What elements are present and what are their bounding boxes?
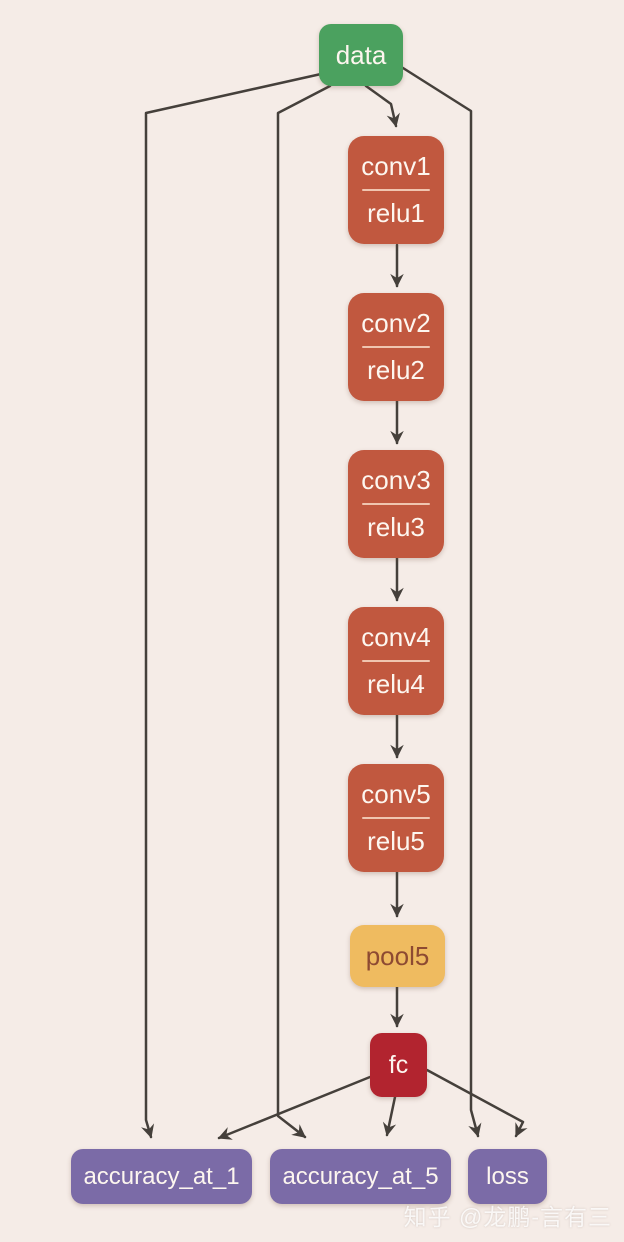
conv3-divider	[362, 503, 430, 505]
node-loss-label: loss	[486, 1162, 529, 1190]
node-conv5-label: conv5	[361, 779, 431, 809]
node-conv4-label: conv4	[361, 622, 431, 652]
node-conv5: conv5 relu5	[348, 764, 444, 872]
edge-fc-accuracy-at-1	[217, 1075, 372, 1140]
node-pool5: pool5	[350, 925, 445, 987]
node-conv3: conv3 relu3	[348, 450, 444, 558]
edge-data-accuracy-at-1	[141, 72, 323, 1139]
node-conv4: conv4 relu4	[348, 607, 444, 715]
node-data: data	[319, 24, 403, 86]
node-accuracy-at-1-label: accuracy_at_1	[83, 1162, 240, 1190]
conv5-divider	[362, 817, 430, 819]
conv4-divider	[362, 660, 430, 662]
node-relu4-label: relu4	[367, 669, 425, 699]
node-conv1-label: conv1	[361, 151, 431, 181]
node-data-label: data	[335, 39, 387, 70]
node-loss: loss	[468, 1149, 547, 1204]
node-pool5-label: pool5	[365, 940, 430, 971]
node-conv2: conv2 relu2	[348, 293, 444, 401]
node-relu2-label: relu2	[367, 355, 425, 385]
node-fc: fc	[370, 1033, 427, 1097]
node-conv2-label: conv2	[361, 308, 431, 338]
node-relu1-label: relu1	[367, 198, 425, 228]
node-accuracy-at-5-label: accuracy_at_5	[282, 1162, 439, 1190]
node-relu5-label: relu5	[367, 826, 425, 856]
node-conv1: conv1 relu1	[348, 136, 444, 244]
edge-data-accuracy-at-5	[276, 84, 332, 1139]
edge-data-loss	[401, 66, 482, 1138]
node-conv3-label: conv3	[361, 465, 431, 495]
conv2-divider	[362, 346, 430, 348]
node-relu3-label: relu3	[367, 512, 425, 542]
node-accuracy-at-1: accuracy_at_1	[71, 1149, 252, 1204]
conv1-divider	[362, 189, 430, 191]
watermark: 知乎 @龙鹏-言有三	[403, 1204, 612, 1230]
node-fc-label: fc	[388, 1050, 409, 1079]
edge-fc-accuracy-at-5	[382, 1095, 397, 1137]
edge-fc-loss	[425, 1068, 528, 1138]
edge-data-conv1	[364, 84, 400, 128]
node-accuracy-at-5: accuracy_at_5	[270, 1149, 451, 1204]
